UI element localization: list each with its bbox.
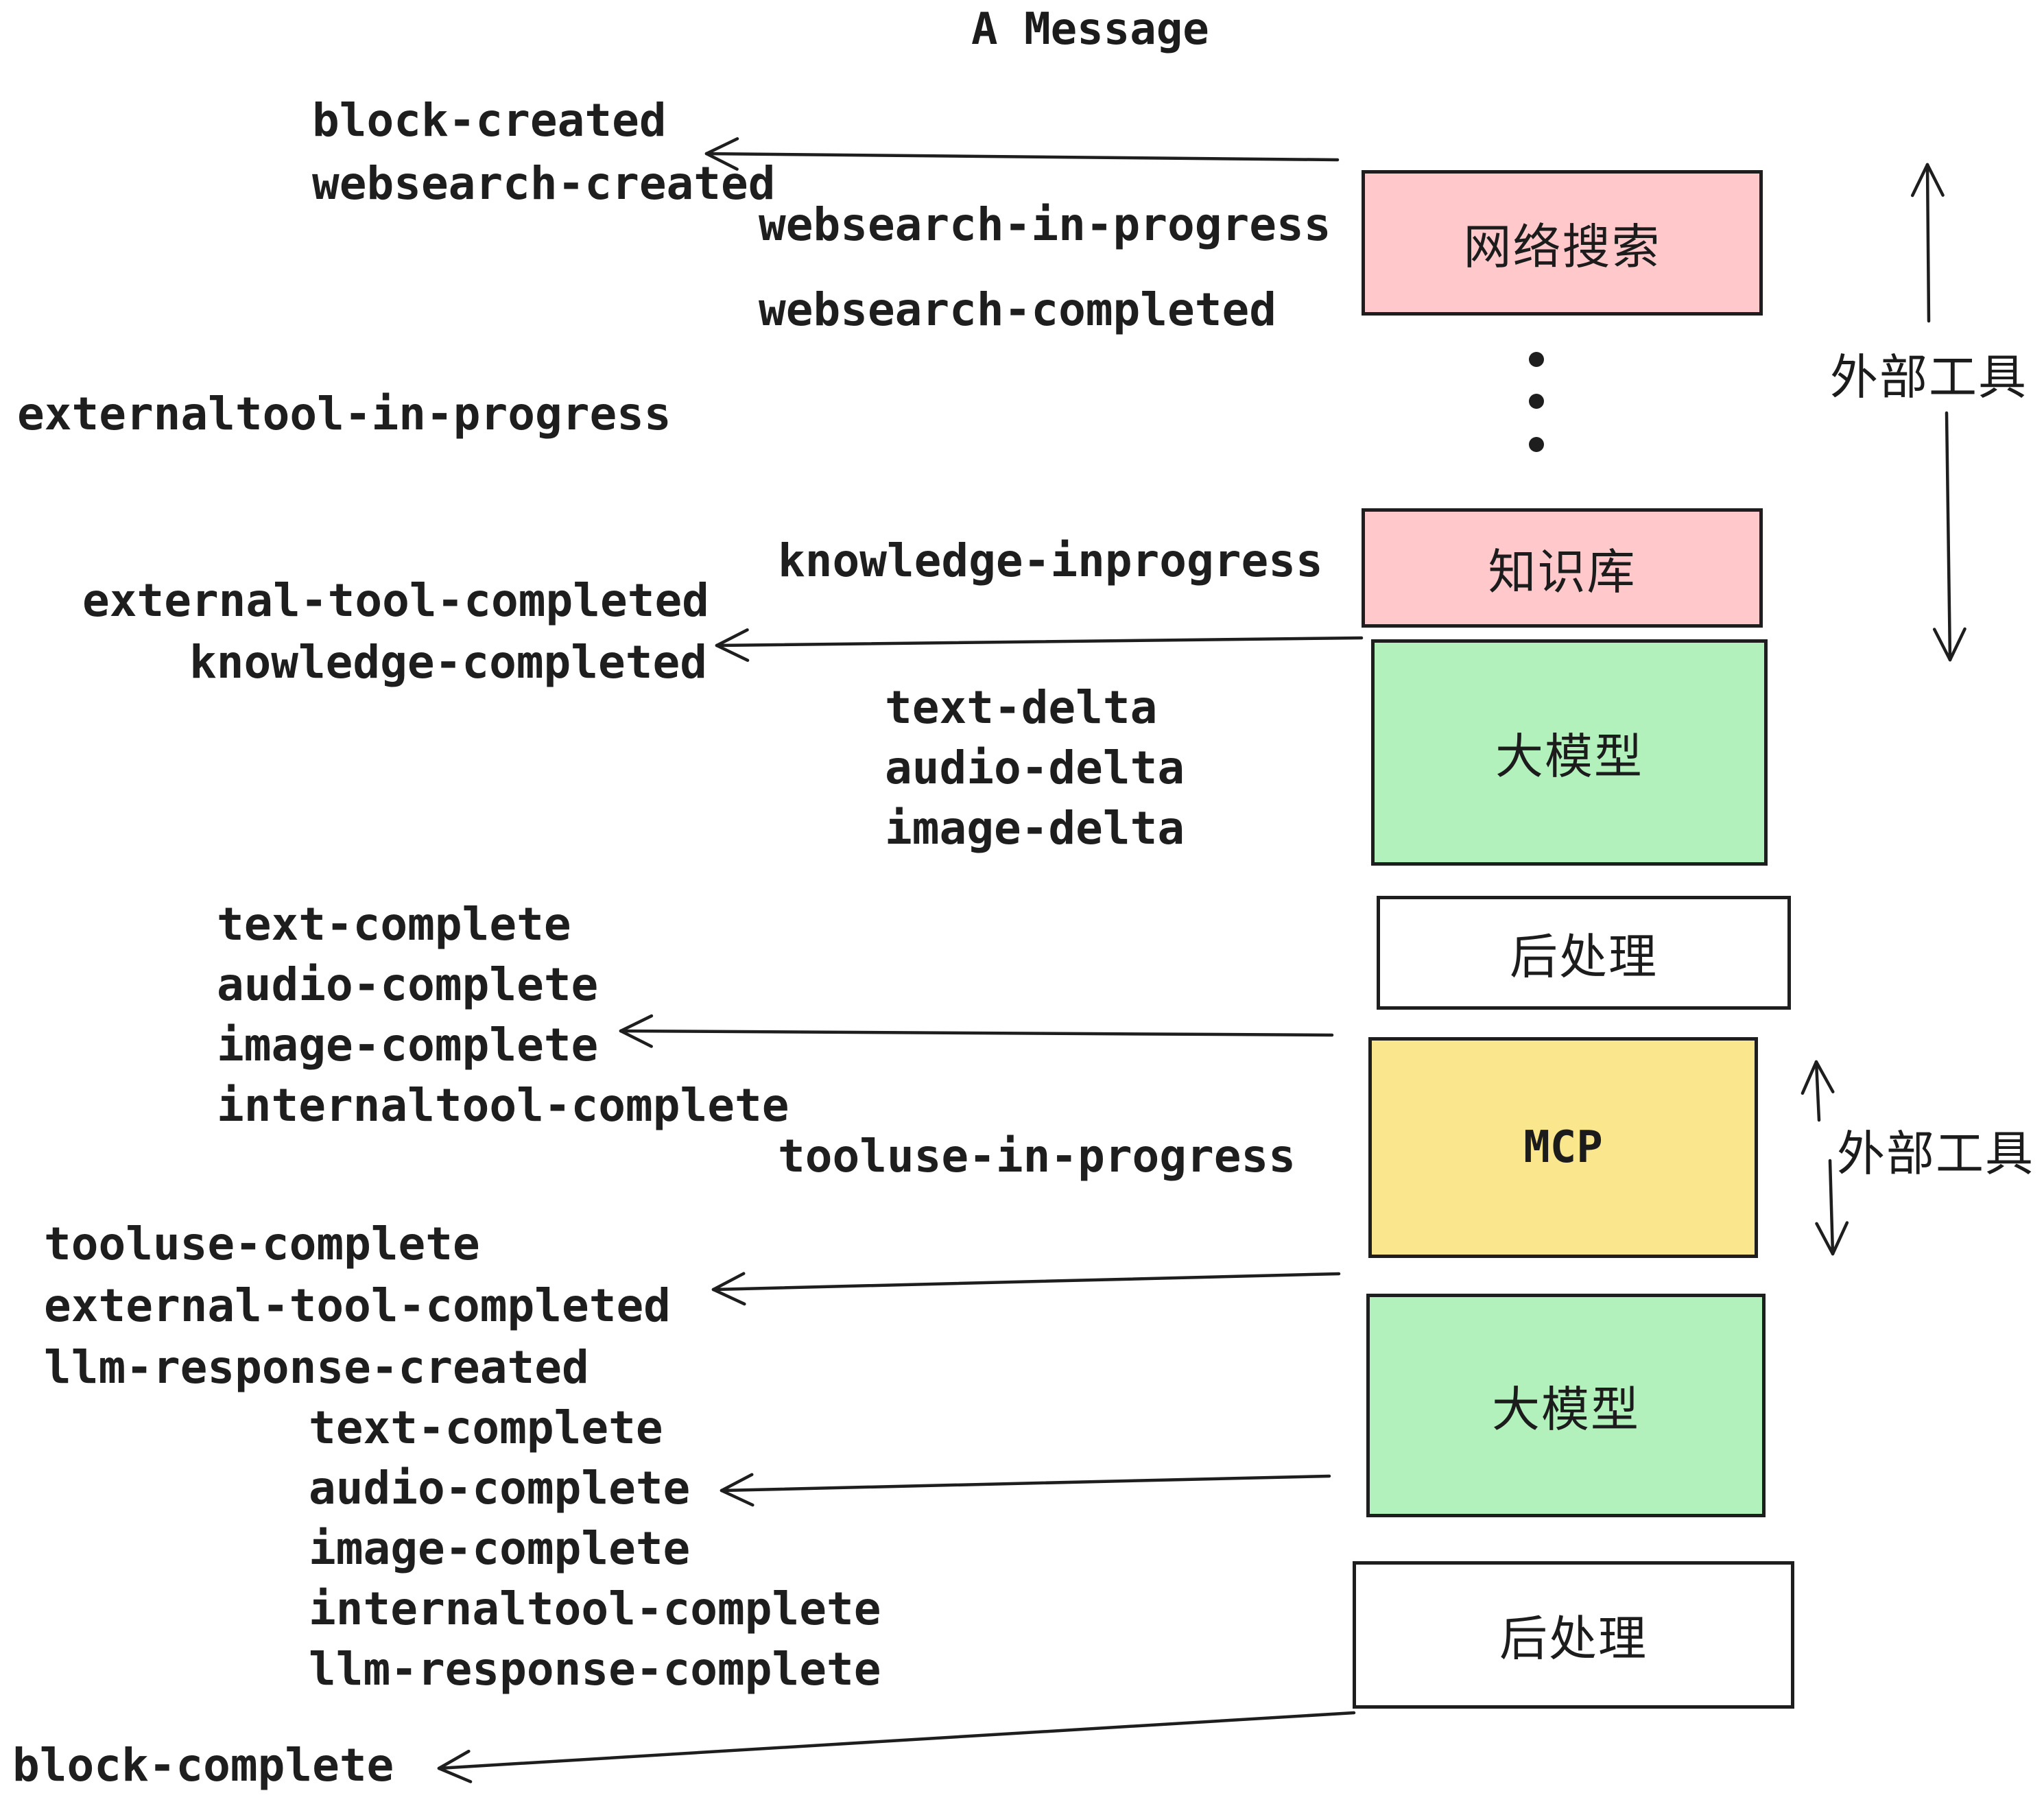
event-label-knowledge-inprogress: knowledge-inprogress <box>778 534 1323 587</box>
event-label-externaltool-in-progress: externaltool-in-progress <box>17 388 672 440</box>
llm-box-2-label: 大模型 <box>1492 1381 1640 1438</box>
event-label-websearch-completed: websearch-completed <box>759 283 1276 336</box>
event-label-llm-response-complete: llm-response-complete <box>309 1643 881 1696</box>
event-label-text-delta: text-delta <box>885 681 1158 734</box>
event-label-tooluse-complete: tooluse-complete <box>44 1218 480 1270</box>
arrow-block-created <box>704 137 1340 171</box>
event-label-websearch-in-progress: websearch-in-progress <box>759 198 1331 251</box>
event-label-text-complete: text-complete <box>217 898 571 951</box>
event-label-audio-complete: audio-complete <box>217 958 599 1011</box>
llm-box-1-label: 大模型 <box>1495 728 1643 785</box>
event-label-knowledge-completed: knowledge-completed <box>189 636 707 689</box>
postprocess-box-1: 后处理 <box>1377 896 1791 1010</box>
knowledge-box: 知识库 <box>1362 508 1763 628</box>
ext-tools-2-up-arrow <box>1801 1060 1835 1122</box>
postprocess-box-2: 后处理 <box>1353 1561 1794 1709</box>
event-label-tooluse-in-progress: tooluse-in-progress <box>778 1130 1296 1183</box>
arrow-image-complete <box>619 1014 1334 1048</box>
arrow-knowledge-completed <box>715 628 1364 662</box>
ext-tools-1-up-arrow <box>1910 163 1945 323</box>
ellipsis-dots <box>1529 352 1544 452</box>
postprocess-box-2-label: 后处理 <box>1499 1611 1648 1667</box>
event-label-block-created: block-created <box>312 94 667 147</box>
event-label-image-complete: image-complete <box>217 1019 599 1071</box>
event-label-image-delta: image-delta <box>885 802 1185 855</box>
event-label-block-complete: block-complete <box>12 1739 394 1792</box>
knowledge-box-label: 知识库 <box>1488 543 1637 600</box>
arrow-external-tool-completed <box>711 1272 1341 1306</box>
event-label-audio-delta: audio-delta <box>885 741 1185 794</box>
ext-tools-1-down-arrow <box>1932 411 1966 662</box>
event-label-internaltool-complete: internaltool-complete <box>309 1582 881 1635</box>
llm-box-2: 大模型 <box>1366 1294 1766 1517</box>
llm-box-1: 大模型 <box>1371 639 1768 866</box>
websearch-box-label: 网络搜索 <box>1463 218 1661 275</box>
postprocess-box-1-label: 后处理 <box>1510 928 1658 985</box>
event-label-llm-response-created: llm-response-created <box>44 1341 589 1394</box>
mcp-box-label: MCP <box>1523 1122 1603 1173</box>
websearch-box: 网络搜索 <box>1362 170 1763 316</box>
arrow-block-complete <box>437 1711 1356 1783</box>
external-tools-annotation-1: 外部工具 <box>1830 349 2028 405</box>
event-label-audio-complete: audio-complete <box>309 1462 691 1515</box>
event-label-external-tool-completed: external-tool-completed <box>82 574 709 627</box>
event-label-external-tool-completed: external-tool-completed <box>44 1279 671 1332</box>
arrow-audio-complete <box>720 1473 1331 1507</box>
mcp-box: MCP <box>1368 1037 1758 1258</box>
event-label-image-complete: image-complete <box>309 1522 691 1575</box>
event-label-websearch-created: websearch-created <box>312 157 776 210</box>
diagram-title: A Message <box>971 4 1209 55</box>
external-tools-annotation-2: 外部工具 <box>1837 1126 2034 1182</box>
event-label-internaltool-complete: internaltool-complete <box>217 1079 789 1132</box>
event-label-text-complete: text-complete <box>309 1401 663 1454</box>
ext-tools-2-down-arrow <box>1815 1159 1849 1256</box>
